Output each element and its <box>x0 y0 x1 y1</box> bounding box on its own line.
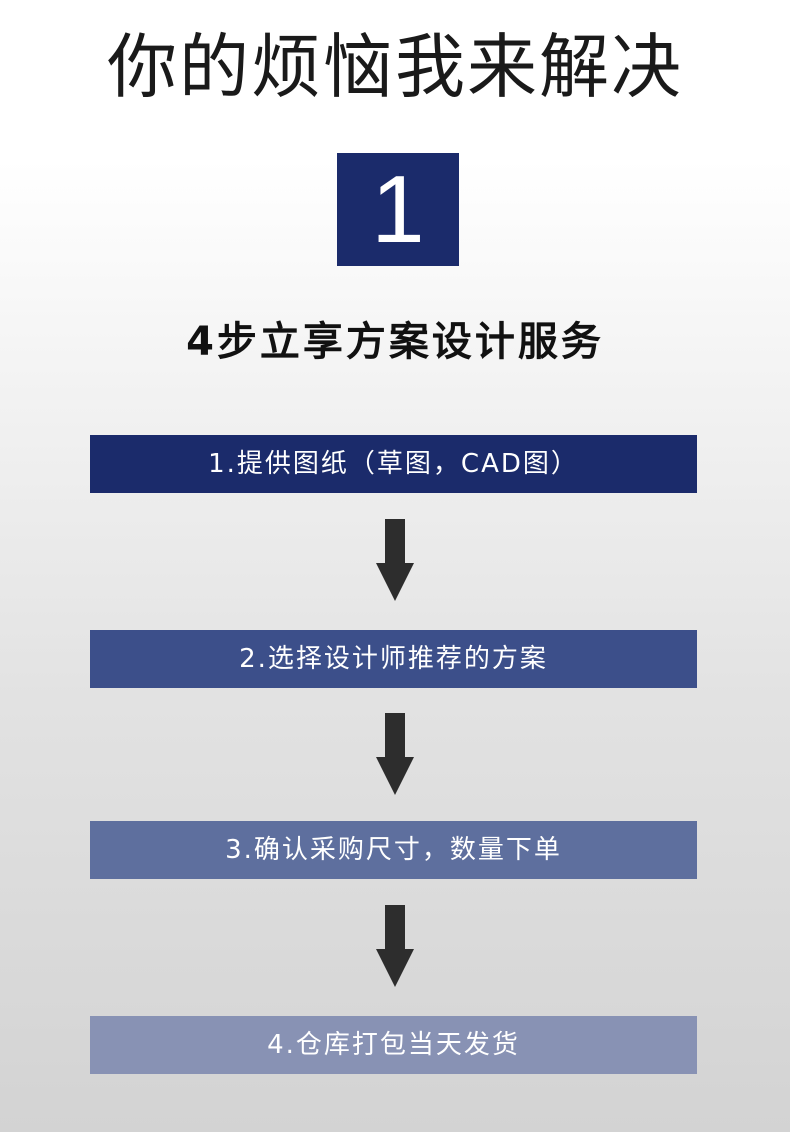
down-arrow-icon <box>376 713 414 797</box>
down-arrow-icon <box>376 519 414 603</box>
step-1-bar: 1.提供图纸（草图，CAD图） <box>90 435 697 493</box>
down-arrow-icon <box>376 905 414 989</box>
subtitle: 4步立享方案设计服务 <box>186 319 604 365</box>
step-2-bar: 2.选择设计师推荐的方案 <box>90 630 697 688</box>
step-4-bar: 4.仓库打包当天发货 <box>90 1016 697 1074</box>
headline: 你的烦恼我来解决 <box>107 26 683 108</box>
step-number-badge: 1 <box>337 153 459 266</box>
step-3-bar: 3.确认采购尺寸，数量下单 <box>90 821 697 879</box>
